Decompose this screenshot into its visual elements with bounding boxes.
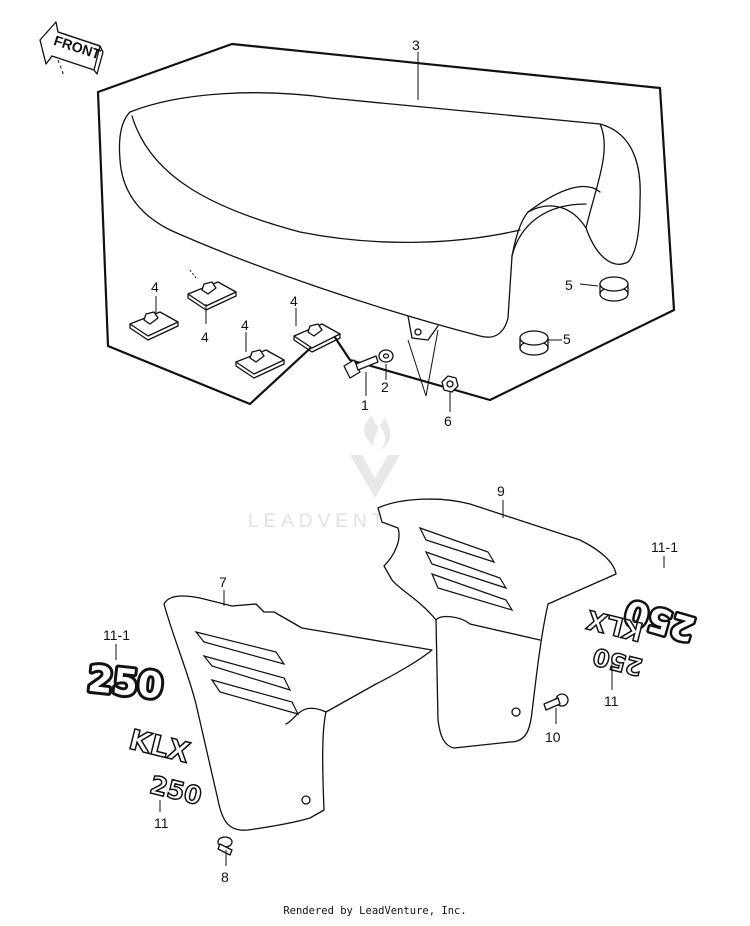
washer: [378, 349, 394, 363]
callout-cover-left: 7: [219, 574, 227, 590]
decal-klx-left: KLX: [126, 723, 194, 770]
seat-pad-1: [129, 311, 179, 341]
seat: [118, 92, 641, 341]
seat-pad-2: [187, 269, 237, 311]
seat-pad-3: [235, 349, 285, 379]
decal-250-small-left: 250: [147, 770, 205, 811]
rubber-damper-lower: [519, 330, 549, 356]
callout-decal-klx-left: 11: [154, 815, 169, 831]
callout-nut: 6: [444, 413, 452, 429]
callout-pad-3: 4: [241, 317, 249, 333]
callout-cover-right: 9: [497, 483, 505, 499]
callout-bolt: 1: [361, 397, 369, 413]
callout-decal-num-left: 11-1: [103, 627, 130, 643]
nut: [407, 329, 459, 397]
decal-250-left: 250: [86, 659, 165, 708]
leader-lines: [115, 52, 665, 866]
callout-screw-left: 8: [221, 869, 229, 885]
seat-assembly-frame: [96, 42, 676, 406]
screw-left: [217, 836, 233, 856]
decal-250-small-right: 250: [590, 642, 645, 681]
side-cover-left: [163, 595, 433, 831]
footer-credit: Rendered by LeadVenture, Inc.: [283, 905, 467, 917]
callout-damper-lower: 5: [563, 331, 571, 347]
front-arrow-icon: [39, 21, 104, 77]
callout-decal-num-right: 11-1: [651, 539, 678, 555]
watermark-logo: [350, 416, 400, 498]
callout-pad-4: 4: [290, 293, 298, 309]
callout-screw-right: 10: [545, 729, 561, 745]
seat-pad-4: [293, 323, 341, 353]
callout-washer: 2: [381, 379, 389, 395]
callout-pad-1: 4: [151, 279, 159, 295]
side-cover-right: [377, 498, 617, 749]
callout-pad-2: 4: [201, 329, 209, 345]
callout-damper-upper: 5: [565, 277, 573, 293]
seat-bolt: [343, 355, 379, 379]
callout-seat: 3: [412, 37, 420, 53]
screw-right: [543, 693, 569, 711]
rubber-damper-upper: [599, 276, 629, 302]
callout-decal-klx-right: 11: [604, 693, 619, 709]
